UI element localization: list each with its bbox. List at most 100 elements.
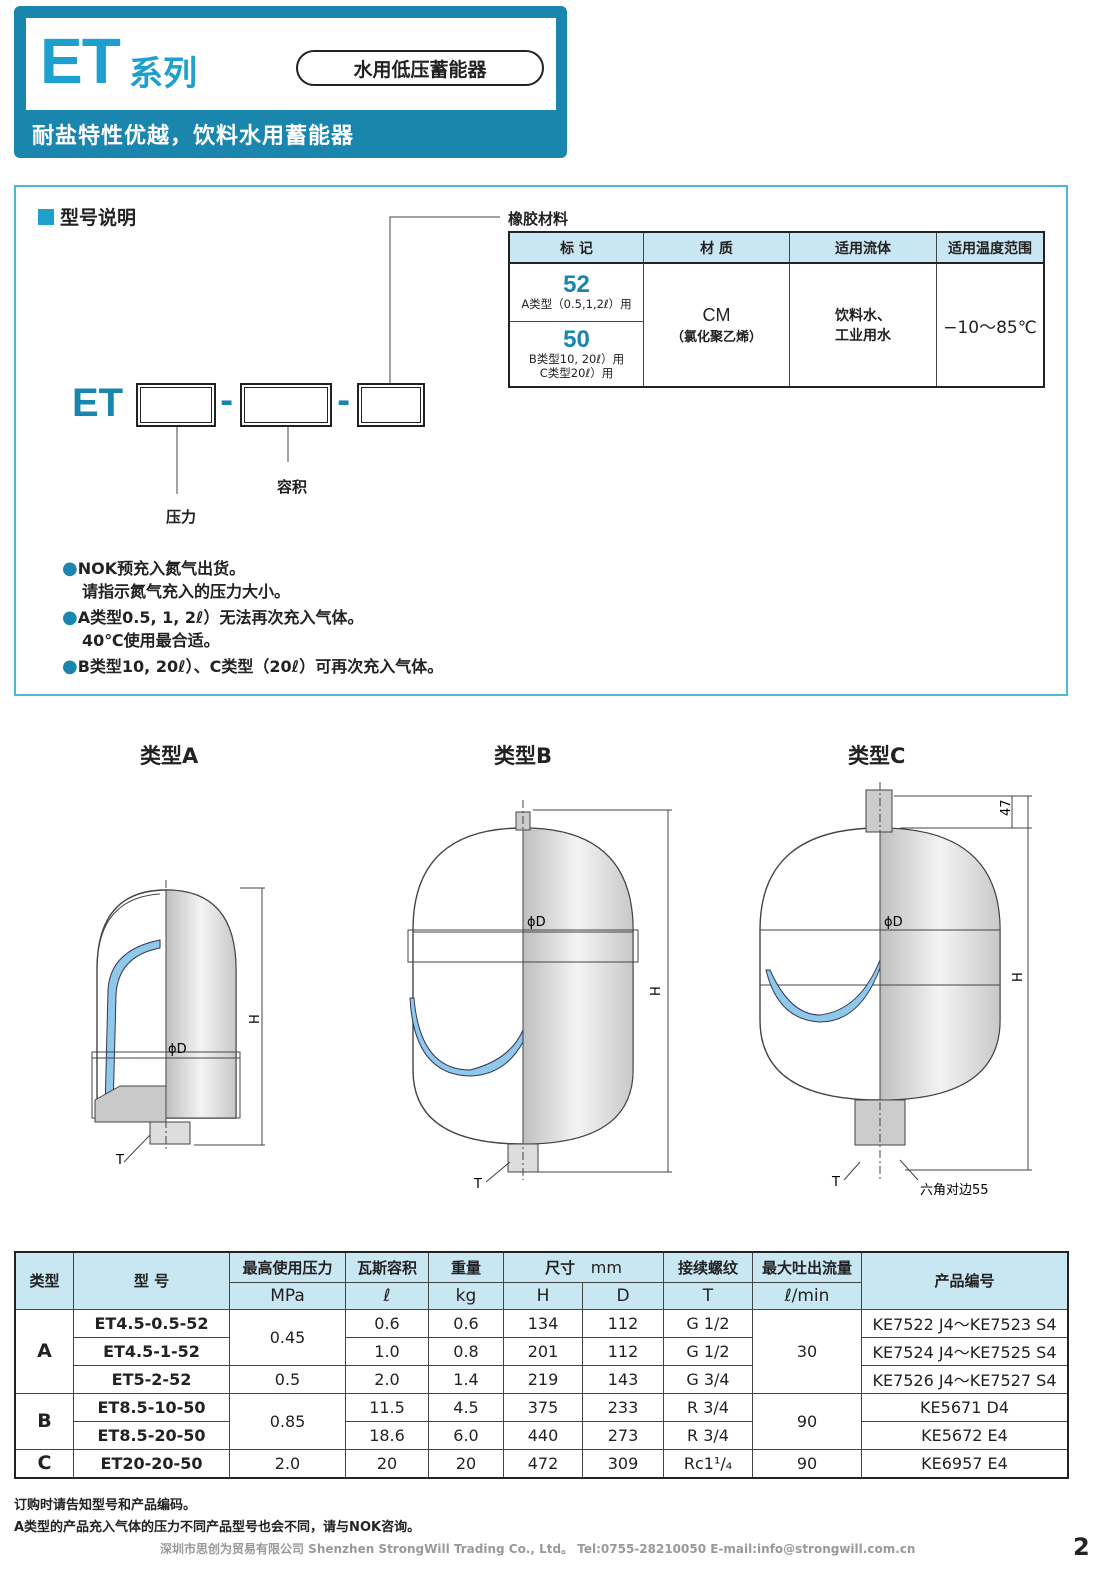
th-thread-unit: T <box>663 1281 753 1310</box>
model-cell: ET20-20-50 <box>73 1448 230 1478</box>
col-fluid: 适用流体 <box>789 231 937 264</box>
col-temp: 适用温度范围 <box>936 231 1045 264</box>
note-1-text: NOK预充入氮气出货。 <box>77 559 246 578</box>
dash-2: - <box>337 382 351 420</box>
section-title: 型号说明 <box>38 203 136 230</box>
th-flow-unit: ℓ/min <box>752 1281 862 1310</box>
thread-cell: R 3/4 <box>663 1392 753 1422</box>
th-pressure-unit: MPa <box>229 1281 346 1310</box>
type-c-phid: ϕD <box>884 915 903 930</box>
type-a-t: T <box>115 1153 124 1168</box>
pressure-cell: 0.85 <box>229 1392 346 1450</box>
gas-cell: 2.0 <box>345 1364 429 1394</box>
th-thread: 接续螺纹 <box>663 1251 753 1283</box>
table-row: ET5-2-52 0.5 2.0 1.4 219 143 G 3/4 KE752… <box>15 1364 1069 1394</box>
d-cell: 112 <box>582 1308 664 1338</box>
type-b-drawing <box>407 800 672 1183</box>
mark-52-cell: 52 A类型（0.5,1,2ℓ）用 <box>508 262 644 322</box>
flow-cell: 90 <box>752 1392 862 1450</box>
gas-cell: 11.5 <box>345 1392 429 1422</box>
weight-cell: 6.0 <box>428 1420 504 1450</box>
weight-cell: 20 <box>428 1448 504 1478</box>
th-gas-unit: ℓ <box>345 1281 429 1310</box>
th-weight-unit: kg <box>428 1281 504 1310</box>
type-a-drawing <box>91 880 265 1163</box>
d-cell: 112 <box>582 1336 664 1366</box>
spec-table: 类型 型 号 最高使用压力 瓦斯容积 重量 尺寸 mm 接续螺纹 最大吐出流量 … <box>14 1251 1069 1479</box>
code-cell: KE5671 D4 <box>861 1392 1069 1422</box>
model-cell: ET8.5-10-50 <box>73 1392 230 1422</box>
type-c-dim-47: 47 <box>999 799 1014 816</box>
col-material: 材 质 <box>643 231 790 264</box>
type-b-t: T <box>473 1177 482 1192</box>
table-row: ET8.5-20-50 18.6 6.0 440 273 R 3/4 KE567… <box>15 1420 1069 1450</box>
weight-cell: 4.5 <box>428 1392 504 1422</box>
code-cell: KE7522 J4～KE7523 S4 <box>861 1308 1069 1338</box>
model-cell: ET4.5-1-52 <box>73 1336 230 1366</box>
flow-cell: 90 <box>752 1448 862 1478</box>
model-explanation-box <box>14 185 1068 696</box>
technical-drawings: H ϕD T H ϕD T 47 H ϕD T 六 <box>91 782 1032 1198</box>
type-c-drawing <box>759 782 1032 1181</box>
th-model: 型 号 <box>73 1251 230 1310</box>
th-size-text: 尺寸 <box>545 1258 576 1277</box>
d-cell: 309 <box>582 1448 664 1478</box>
th-code: 产品编号 <box>861 1251 1069 1310</box>
type-b-h: H <box>649 986 664 996</box>
type-b-title: 类型B <box>494 744 553 768</box>
type-a-phid: ϕD <box>168 1042 187 1057</box>
header-panel <box>26 18 556 110</box>
bullet-icon: ● <box>62 607 78 628</box>
th-gas: 瓦斯容积 <box>345 1251 429 1283</box>
table-row: C ET20-20-50 2.0 20 20 472 309 Rc1¹/₄ 90… <box>14 1448 1069 1478</box>
thread-cell: G 1/2 <box>663 1336 753 1366</box>
th-size-unit: mm <box>590 1257 622 1277</box>
weight-cell: 1.4 <box>428 1364 504 1394</box>
type-a-h: H <box>248 1014 263 1024</box>
type-b-cell: B <box>14 1392 74 1450</box>
model-cell: ET4.5-0.5-52 <box>73 1308 230 1338</box>
fluid-cell: 饮料水、 工业用水 <box>789 262 937 388</box>
type-a-title: 类型A <box>140 744 199 768</box>
mark-50-cell: 50 B类型10, 20ℓ）用 C类型20ℓ）用 <box>508 320 644 388</box>
th-pressure: 最高使用压力 <box>229 1251 346 1283</box>
mark-52: 52 <box>563 271 590 299</box>
volume-label: 容积 <box>277 478 308 496</box>
thread-cell: G 1/2 <box>663 1308 753 1338</box>
material-note: （氯化聚乙烯） <box>670 330 762 345</box>
table-row: ET4.5-1-52 1.0 0.8 201 112 G 1/2 KE7524 … <box>15 1336 1069 1366</box>
thread-cell: R 3/4 <box>663 1420 753 1450</box>
fluid-line-2: 工业用水 <box>835 328 891 344</box>
pressure-label: 压力 <box>166 508 197 526</box>
section-title-text: 型号说明 <box>60 207 137 229</box>
footnote-2: A类型的产品充入气体的压力不同产品型号也会不同，请与NOK咨询。 <box>14 1520 421 1535</box>
gas-cell: 20 <box>345 1448 429 1478</box>
type-a-cell: A <box>14 1308 74 1394</box>
code-cell: KE5672 E4 <box>861 1420 1069 1450</box>
gas-cell: 0.6 <box>345 1308 429 1338</box>
series-logo: ET <box>40 25 121 97</box>
note-2b: 40℃使用最合适。 <box>82 631 220 650</box>
model-cell: ET8.5-20-50 <box>73 1420 230 1450</box>
d-cell: 233 <box>582 1392 664 1422</box>
type-c-title: 类型C <box>848 744 906 768</box>
note-3: ●B类型10, 20ℓ）、C类型（20ℓ）可再次充入气体。 <box>62 653 443 677</box>
pressure-cell: 0.5 <box>229 1364 346 1394</box>
material-code: CM <box>702 305 731 325</box>
temp-range: −10～85℃ <box>936 262 1045 388</box>
page-number: 2 <box>1073 1533 1090 1561</box>
bullet-icon: ● <box>62 656 78 677</box>
gas-cell: 1.0 <box>345 1336 429 1366</box>
mark-50: 50 <box>563 325 590 353</box>
pressure-cell: 0.45 <box>229 1308 346 1366</box>
material-cell: CM （氯化聚乙烯） <box>643 262 790 388</box>
th-d: D <box>582 1281 664 1310</box>
code-cell: KE7526 J4～KE7527 S4 <box>861 1364 1069 1394</box>
rubber-slot <box>357 383 425 427</box>
code-cell: KE6957 E4 <box>861 1448 1069 1478</box>
note-2: ●A类型0.5, 1, 2ℓ）无法再次充入气体。 <box>62 604 364 628</box>
d-cell: 143 <box>582 1364 664 1394</box>
bullet-icon: ● <box>62 558 78 579</box>
square-icon <box>38 209 54 225</box>
table-row: A ET4.5-0.5-52 0.45 0.6 0.6 134 112 G 1/… <box>14 1308 1069 1394</box>
